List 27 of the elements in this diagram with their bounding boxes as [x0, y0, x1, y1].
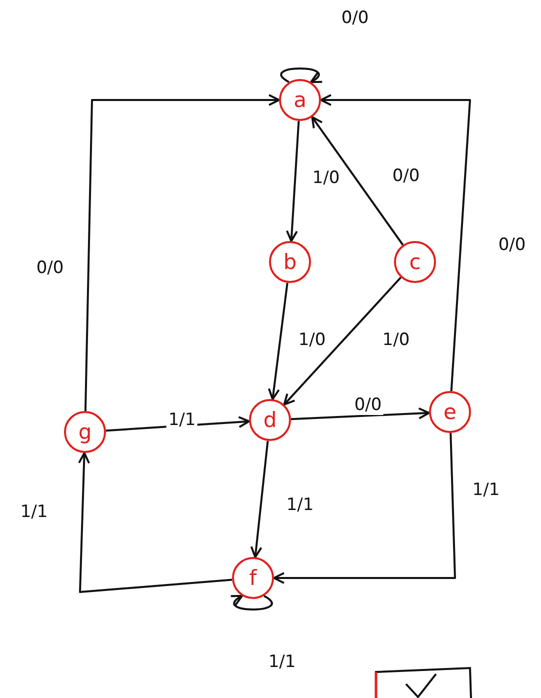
state-label: a — [294, 90, 306, 110]
state-label: e — [444, 402, 456, 422]
state-circle — [279, 79, 321, 121]
arrow — [286, 120, 300, 242]
state-circle — [394, 241, 436, 283]
state-circle — [64, 411, 106, 453]
state-circle — [232, 557, 274, 599]
arrow — [280, 68, 324, 84]
state-label: f — [249, 568, 257, 588]
state-label: d — [263, 410, 277, 430]
arrow — [290, 407, 430, 420]
arrow — [320, 94, 471, 392]
state-circle — [249, 399, 291, 441]
arrow — [268, 282, 288, 400]
arrow — [273, 432, 456, 584]
arrow — [78, 452, 232, 593]
arrow — [250, 440, 269, 558]
arrow — [84, 94, 280, 412]
state-label: b — [283, 252, 297, 272]
arrow — [230, 594, 273, 610]
edge-label: 1/1 — [166, 410, 198, 430]
arrow — [283, 276, 402, 406]
state-label: c — [409, 252, 421, 272]
state-label: g — [78, 422, 92, 442]
state-circle — [269, 241, 311, 283]
arrow — [311, 116, 404, 246]
state-circle — [429, 391, 471, 433]
